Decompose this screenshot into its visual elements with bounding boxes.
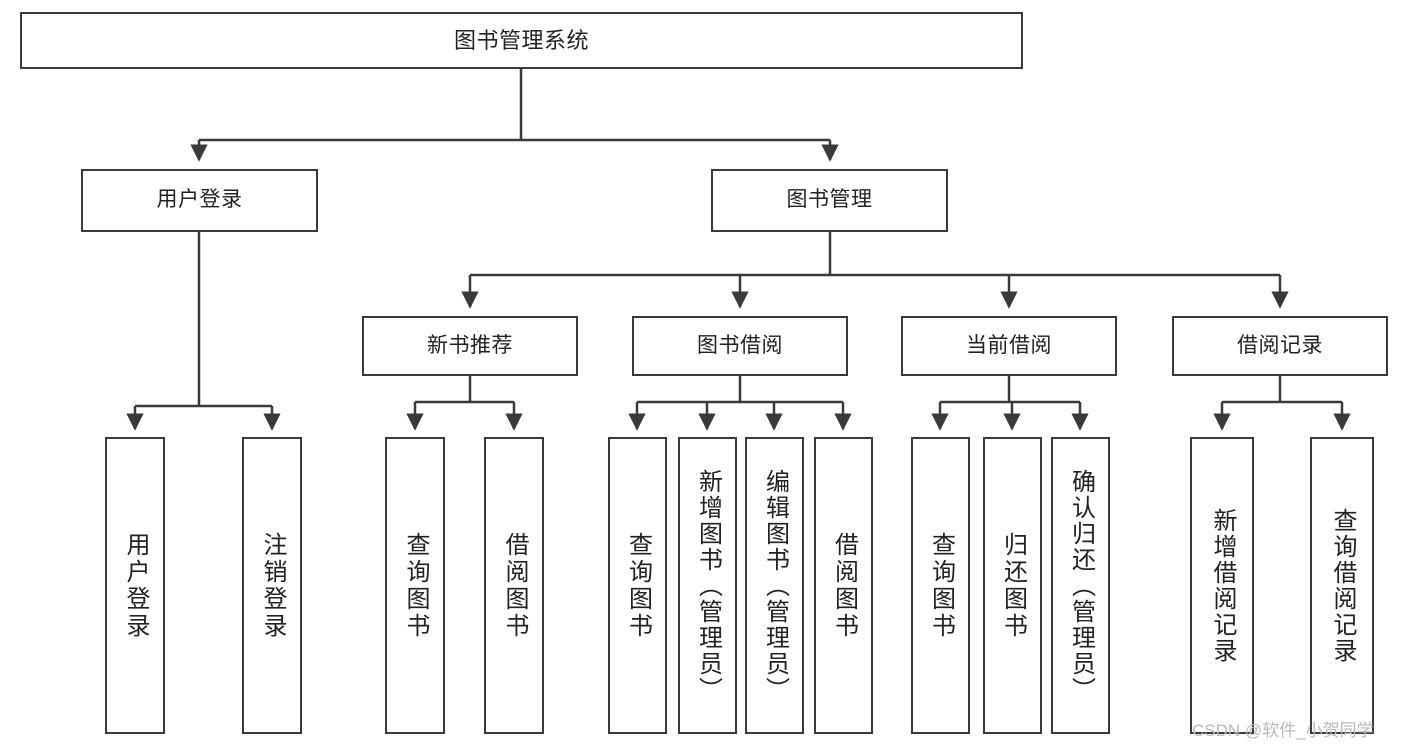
leaf-confirm-return-admin[interactable]: 确认归还（管理员） — [1051, 437, 1110, 734]
node-root[interactable]: 图书管理系统 — [20, 12, 1023, 69]
leaf-edit-book-admin-label: 编辑图书（管理员） — [761, 468, 789, 703]
leaf-query-book-newrec[interactable]: 查询图书 — [385, 437, 445, 734]
leaf-confirm-return-admin-label: 确认归还（管理员） — [1067, 468, 1095, 703]
leaf-user-login[interactable]: 用户登录 — [105, 437, 165, 734]
node-book-management-label: 图书管理 — [786, 188, 873, 212]
leaf-borrow-book-newrec[interactable]: 借阅图书 — [484, 437, 544, 734]
node-new-book-recommend-label: 新书推荐 — [427, 333, 513, 357]
leaf-query-book-current[interactable]: 查询图书 — [911, 437, 970, 734]
leaf-user-login-label: 用户登录 — [122, 531, 149, 640]
leaf-edit-book-admin[interactable]: 编辑图书（管理员） — [745, 437, 804, 734]
leaf-query-book-newrec-label: 查询图书 — [402, 531, 429, 640]
leaf-return-book[interactable]: 归还图书 — [983, 437, 1042, 734]
leaf-add-book-admin[interactable]: 新增图书（管理员） — [678, 437, 737, 734]
node-new-book-recommend[interactable]: 新书推荐 — [362, 316, 578, 376]
node-root-label: 图书管理系统 — [453, 27, 589, 53]
leaf-query-borrow-record[interactable]: 查询借阅记录 — [1310, 437, 1374, 734]
leaf-query-book-borrow-label: 查询图书 — [624, 531, 652, 640]
leaf-borrow-book-newrec-label: 借阅图书 — [501, 531, 528, 640]
leaf-add-borrow-record[interactable]: 新增借阅记录 — [1190, 437, 1254, 734]
node-current-borrow-label: 当前借阅 — [966, 333, 1052, 357]
csdn-watermark: CSDN @软件_小贺同学 — [1192, 721, 1374, 740]
node-user-login[interactable]: 用户登录 — [81, 169, 318, 232]
node-user-login-label: 用户登录 — [156, 188, 243, 212]
leaf-logout-label: 注销登录 — [259, 531, 286, 640]
leaf-query-book-current-label: 查询图书 — [927, 531, 955, 640]
leaf-logout[interactable]: 注销登录 — [242, 437, 302, 734]
leaf-query-borrow-record-label: 查询借阅记录 — [1329, 507, 1356, 664]
leaf-borrow-book-label: 借阅图书 — [830, 531, 858, 640]
leaf-add-book-admin-label: 新增图书（管理员） — [694, 468, 722, 703]
leaf-add-borrow-record-label: 新增借阅记录 — [1209, 507, 1236, 664]
node-current-borrow[interactable]: 当前借阅 — [901, 316, 1117, 376]
node-book-management[interactable]: 图书管理 — [711, 169, 948, 232]
node-borrow-records[interactable]: 借阅记录 — [1172, 316, 1388, 376]
node-borrow-records-label: 借阅记录 — [1237, 333, 1323, 357]
node-book-borrow-label: 图书借阅 — [697, 333, 783, 357]
leaf-return-book-label: 归还图书 — [999, 531, 1027, 640]
node-book-borrow[interactable]: 图书借阅 — [632, 316, 848, 376]
leaf-borrow-book[interactable]: 借阅图书 — [814, 437, 873, 734]
leaf-query-book-borrow[interactable]: 查询图书 — [608, 437, 667, 734]
